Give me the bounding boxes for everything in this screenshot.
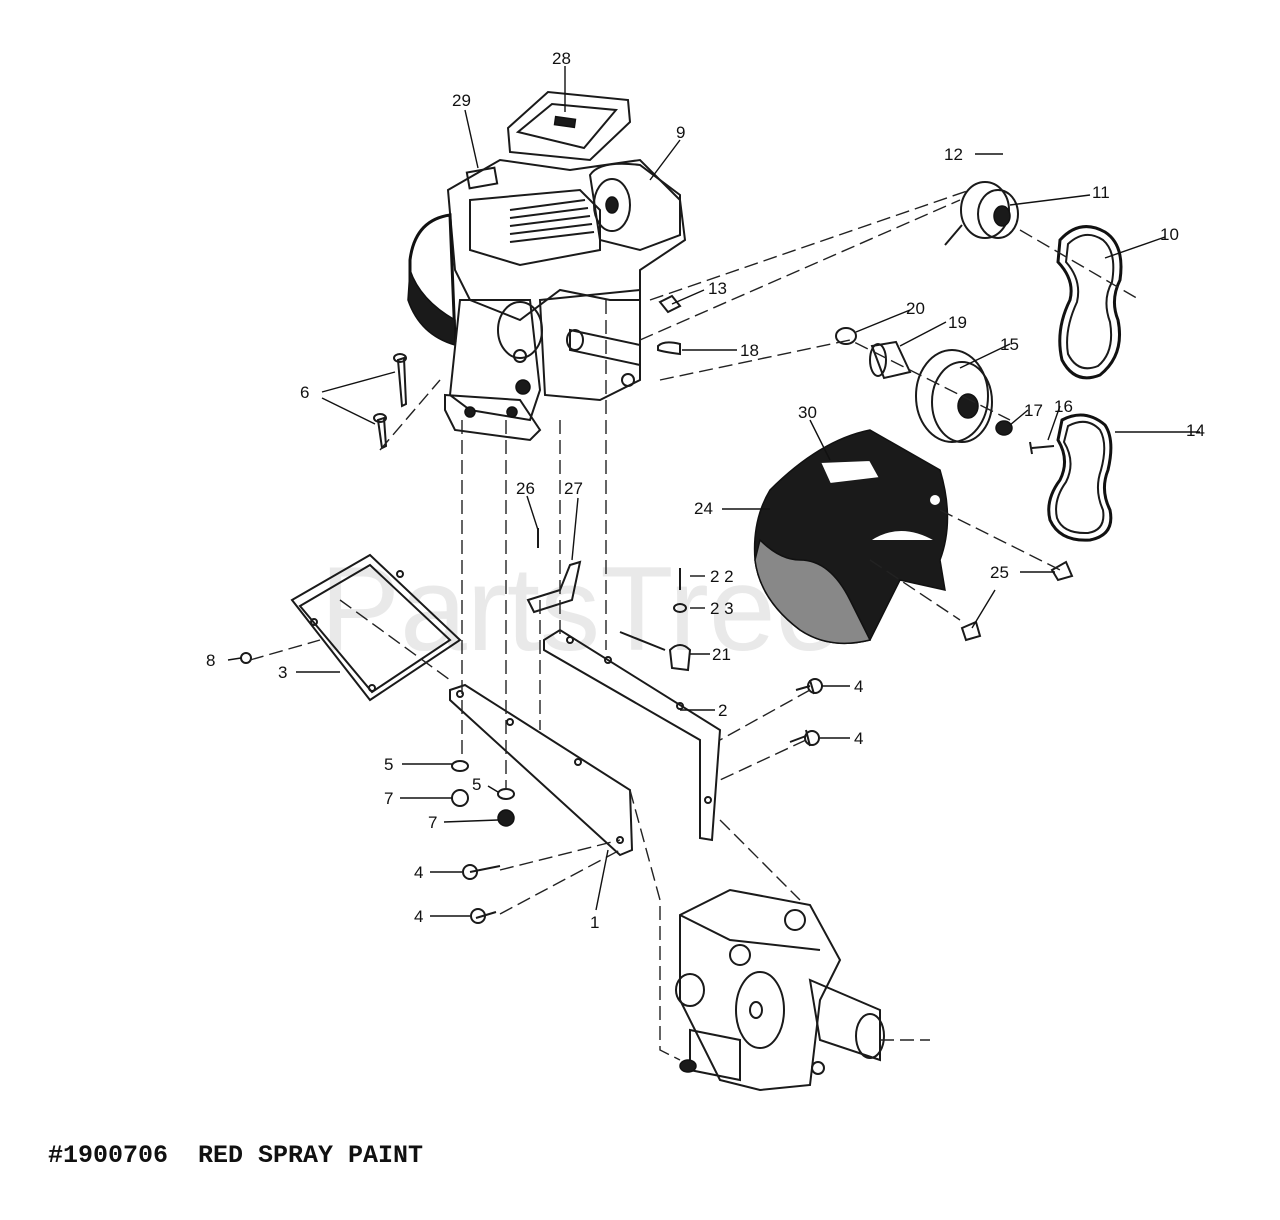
- belt-guard: [753, 429, 949, 645]
- engine-pulley: [944, 181, 1019, 246]
- callout-29: 29: [452, 91, 471, 110]
- callout-4-b: 4: [854, 729, 863, 748]
- caption: #1900706 RED SPRAY PAINT: [48, 1141, 423, 1170]
- clip-21: [668, 644, 692, 672]
- callout-22: 2 2: [710, 567, 734, 586]
- plate-2: [543, 628, 722, 842]
- callout-12: 12: [944, 145, 963, 164]
- hardware: [240, 294, 823, 924]
- belt-14: [1047, 413, 1113, 542]
- callout-26: 26: [516, 479, 535, 498]
- callout-13: 13: [708, 279, 727, 298]
- nut-25b: [960, 620, 982, 642]
- callout-14: 14: [1186, 421, 1205, 440]
- callout-24: 24: [694, 499, 713, 518]
- callout-labels: 28 29 9 12 11 10 13 18 20 19 15 16 17 14…: [206, 49, 1205, 932]
- belt-10: [1056, 225, 1123, 380]
- transmission: [675, 888, 885, 1092]
- drive-pulley-15: [915, 349, 993, 443]
- callout-15: 15: [1000, 335, 1019, 354]
- bolt-16: [1029, 441, 1055, 455]
- callout-20: 20: [906, 299, 925, 318]
- callout-9: 9: [676, 123, 685, 142]
- callout-30: 30: [798, 403, 817, 422]
- callout-2: 2: [718, 701, 727, 720]
- callout-3: 3: [278, 663, 287, 682]
- callout-5-a: 5: [384, 755, 393, 774]
- callout-1: 1: [590, 913, 599, 932]
- callout-27: 27: [564, 479, 583, 498]
- callout-17: 17: [1024, 401, 1043, 420]
- plate-1: [449, 683, 634, 857]
- washer-17: [995, 420, 1013, 436]
- callout-16: 16: [1054, 397, 1073, 416]
- leader-lines: [227, 66, 1200, 917]
- callout-7-b: 7: [428, 813, 437, 832]
- callout-6: 6: [300, 383, 309, 402]
- bracket-3: [290, 553, 462, 702]
- callout-25: 25: [990, 563, 1009, 582]
- callout-4-d: 4: [414, 907, 423, 926]
- callout-18: 18: [740, 341, 759, 360]
- callout-21: 21: [712, 645, 731, 664]
- callout-4-a: 4: [854, 677, 863, 696]
- rod-21: [619, 631, 666, 651]
- assembly-lines: [249, 189, 1141, 1061]
- callout-4-c: 4: [414, 863, 423, 882]
- callout-19: 19: [948, 313, 967, 332]
- callout-8: 8: [206, 651, 215, 670]
- washer-20: [835, 327, 857, 345]
- bushing-19: [869, 340, 912, 380]
- callout-7-a: 7: [384, 789, 393, 808]
- callout-28: 28: [552, 49, 571, 68]
- callout-23: 2 3: [710, 599, 734, 618]
- nut-25a: [1050, 560, 1074, 582]
- callout-5-b: 5: [472, 775, 481, 794]
- callout-10: 10: [1160, 225, 1179, 244]
- engine: [407, 90, 687, 442]
- callout-11: 11: [1092, 183, 1110, 202]
